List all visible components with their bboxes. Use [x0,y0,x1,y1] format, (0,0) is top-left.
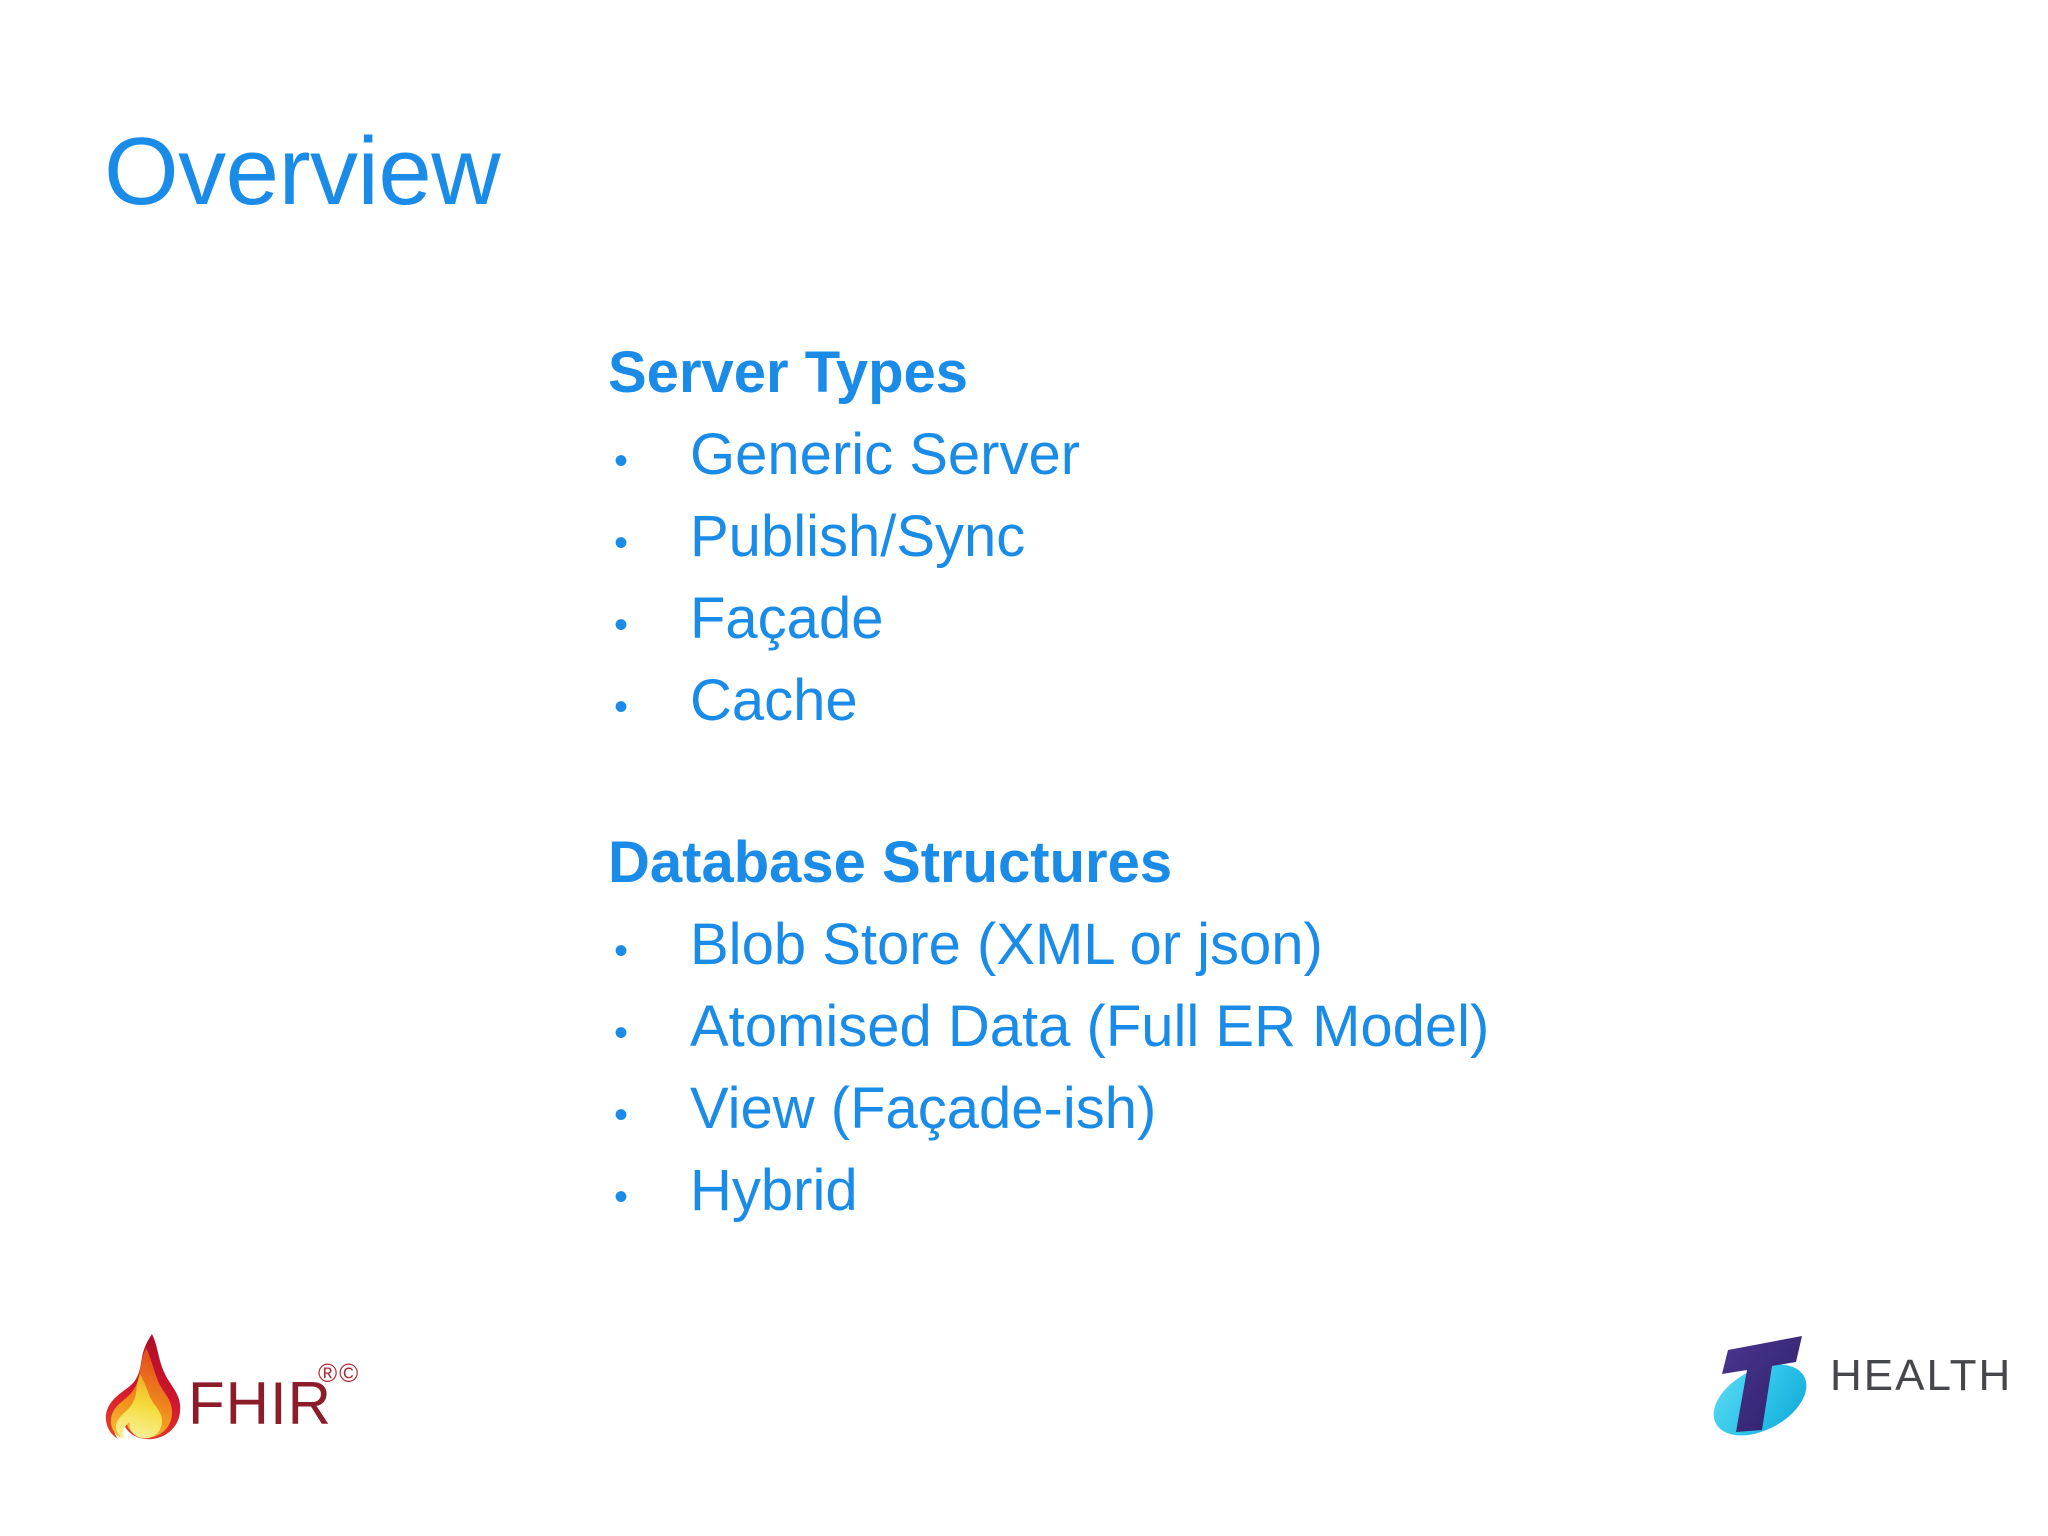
list-item: • Hybrid [608,1150,1948,1232]
bullet-dot-icon: • [614,1093,629,1137]
slide-body: Server Types • Generic Server • Publish/… [608,344,1948,1232]
list-item: • Blob Store (XML or json) [608,904,1948,986]
bullet-dot-icon: • [614,929,629,973]
section-heading-server-types: Server Types [608,340,969,405]
list-item-label: Façade [690,586,884,651]
fhir-trademark-marks: ®© [318,1358,361,1388]
list-item-label: Generic Server [690,422,1081,487]
telstra-t-icon [1713,1336,1807,1436]
bullet-dot-icon: • [614,439,629,483]
list-item-label: Atomised Data (Full ER Model) [690,994,1490,1059]
fhir-logo: FHIR ®© [100,1330,400,1460]
list-item: • Atomised Data (Full ER Model) [608,986,1948,1068]
telstra-health-logo: HEALTH [1706,1326,2010,1456]
list-item: • Façade [608,578,1948,660]
bullet-list-server-types: • Generic Server • Publish/Sync • Façade… [608,414,1948,742]
list-item: • Cache [608,660,1948,742]
list-item-label: Blob Store (XML or json) [690,912,1323,977]
bullet-dot-icon: • [614,1175,629,1219]
section-heading-database-structures: Database Structures [608,830,1173,895]
bullet-dot-icon: • [614,521,629,565]
telstra-health-wordmark: HEALTH [1830,1351,2013,1400]
bullet-dot-icon: • [614,685,629,729]
section-database-structures: Database Structures • Blob Store (XML or… [608,834,1948,1232]
page-title: Overview [104,118,501,225]
list-item-label: View (Façade-ish) [690,1076,1157,1141]
fhir-wordmark: FHIR [188,1370,332,1437]
list-item: • View (Façade-ish) [608,1068,1948,1150]
bullet-list-database-structures: • Blob Store (XML or json) • Atomised Da… [608,904,1948,1232]
list-item: • Generic Server [608,414,1948,496]
bullet-dot-icon: • [614,1011,629,1055]
list-item-label: Cache [690,668,858,733]
section-server-types: Server Types • Generic Server • Publish/… [608,344,1948,742]
bullet-dot-icon: • [614,603,629,647]
list-item-label: Hybrid [690,1158,858,1223]
list-item-label: Publish/Sync [690,504,1026,569]
flame-icon [105,1334,181,1440]
list-item: • Publish/Sync [608,496,1948,578]
